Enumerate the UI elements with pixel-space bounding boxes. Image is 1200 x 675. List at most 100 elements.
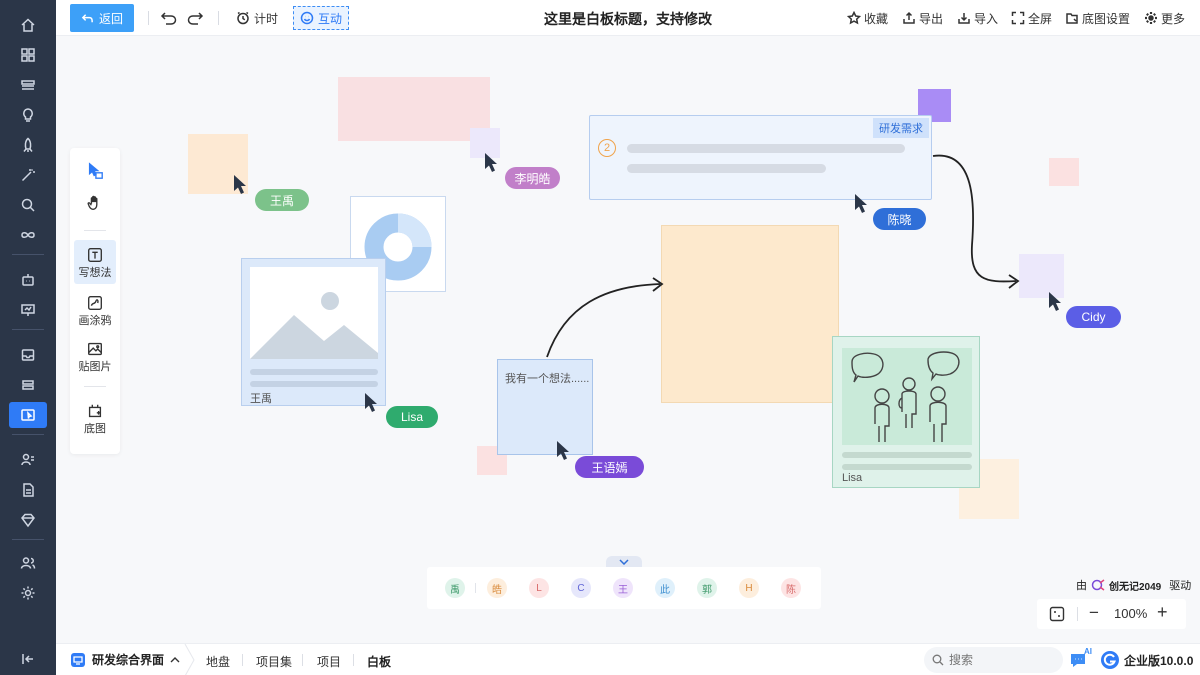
ai-badge: AI xyxy=(1084,647,1092,656)
favorite-button[interactable]: 收藏 xyxy=(847,8,888,28)
tab-divider xyxy=(302,654,303,666)
tab-whiteboard[interactable]: 白板 xyxy=(367,655,392,669)
zoom-in-button[interactable]: + xyxy=(1157,602,1168,622)
image-icon xyxy=(88,342,102,356)
donut-chart-icon xyxy=(364,213,432,281)
requirement-tag: 研发需求 xyxy=(873,118,929,138)
sidebar-divider xyxy=(12,434,44,435)
collapse-avatars-button[interactable] xyxy=(606,556,642,568)
sticky-note-lavender[interactable] xyxy=(1019,254,1064,298)
sidebar-divider xyxy=(12,329,44,330)
smile-icon xyxy=(300,11,314,25)
avatar[interactable]: 郭 xyxy=(697,578,717,598)
cursor-label-cidy: Cidy xyxy=(1066,306,1121,328)
document-icon[interactable] xyxy=(9,477,47,503)
hand-tool[interactable] xyxy=(74,194,116,220)
idea-note[interactable]: 我有一个想法...... xyxy=(497,359,593,455)
sticky-note-pink-large[interactable] xyxy=(338,77,490,141)
sticky-note-pink-small[interactable] xyxy=(1049,158,1079,186)
doodle-tool[interactable]: 画涂鸦 xyxy=(74,290,116,330)
fit-screen-icon[interactable] xyxy=(1049,606,1065,622)
avatar[interactable]: H xyxy=(739,578,759,598)
connector-arrowhead xyxy=(1008,274,1020,289)
gear-icon xyxy=(1145,12,1157,24)
avatar[interactable]: L xyxy=(529,578,549,598)
robot-icon[interactable] xyxy=(9,267,47,293)
redo-icon[interactable] xyxy=(186,9,204,27)
team-icon[interactable] xyxy=(9,550,47,576)
tab-program[interactable]: 项目集 xyxy=(256,655,293,669)
home-icon[interactable] xyxy=(9,12,47,38)
ai-assistant-button[interactable]: AI xyxy=(1069,647,1093,670)
fullscreen-icon xyxy=(1011,11,1025,25)
back-button[interactable]: 返回 xyxy=(70,4,134,32)
doodle-label: 画涂鸦 xyxy=(78,315,112,327)
workspace-label: 研发综合界面 xyxy=(92,653,165,667)
requirement-card[interactable]: 研发需求 2 xyxy=(589,115,932,200)
donut-chart-card[interactable] xyxy=(350,196,446,292)
export-icon xyxy=(903,11,915,24)
collapse-sidebar-icon[interactable] xyxy=(9,646,47,672)
placeholder-line xyxy=(250,369,378,375)
back-arrow-icon xyxy=(81,13,93,22)
search-icon[interactable] xyxy=(9,192,47,218)
search-box[interactable] xyxy=(924,647,1063,673)
paste-image-tool[interactable]: 贴图片 xyxy=(74,336,116,376)
export-label: 导出 xyxy=(919,11,944,26)
stack-icon[interactable] xyxy=(9,372,47,398)
collaborator-cursor-icon xyxy=(484,152,502,174)
avatar[interactable]: C xyxy=(571,578,591,598)
photo-card[interactable]: Lisa xyxy=(832,336,980,488)
zoom-out-button[interactable]: − xyxy=(1089,603,1099,622)
avatar-initial: 郭 xyxy=(702,584,712,596)
avatar[interactable]: 皓 xyxy=(487,578,507,598)
tab-project[interactable]: 项目 xyxy=(317,655,342,669)
interact-button[interactable]: 互动 xyxy=(293,6,350,30)
select-tool[interactable] xyxy=(74,162,116,188)
avatar[interactable]: 此 xyxy=(655,578,675,598)
image-card[interactable]: 王禹 xyxy=(241,258,386,406)
settings-gear-icon[interactable] xyxy=(9,580,47,606)
sidebar-divider xyxy=(12,539,44,540)
apps-grid-icon[interactable] xyxy=(9,42,47,68)
collaborator-cursor-icon xyxy=(233,174,251,196)
placeholder-line xyxy=(842,464,972,470)
base-map-icon xyxy=(88,404,102,418)
search-input[interactable] xyxy=(949,653,1049,667)
alarm-clock-icon xyxy=(237,11,249,25)
toolbar-divider xyxy=(148,11,149,25)
undo-icon[interactable] xyxy=(160,9,178,27)
workspace-switcher[interactable]: 研发综合界面 xyxy=(70,651,180,668)
fullscreen-button[interactable]: 全屏 xyxy=(1011,8,1052,28)
whiteboard-icon[interactable] xyxy=(9,402,47,428)
version-info[interactable]: 企业版10.0.0 xyxy=(1100,650,1193,670)
avatar[interactable]: 禹 xyxy=(445,578,465,598)
magic-wand-icon[interactable] xyxy=(9,162,47,188)
infinity-icon[interactable] xyxy=(9,222,47,248)
tab-divider xyxy=(242,654,243,666)
layers-icon[interactable] xyxy=(9,72,47,98)
avatar[interactable]: 王 xyxy=(613,578,633,598)
chat-people-icon xyxy=(851,351,960,442)
import-button[interactable]: 导入 xyxy=(957,8,998,28)
cursor-label-wangyuyan: 王语嫣 xyxy=(575,456,644,478)
diamond-icon[interactable] xyxy=(9,507,47,533)
sticky-note-orange-large[interactable] xyxy=(661,225,839,403)
connector-arrow-requirement xyxy=(932,154,1017,283)
base-map-tool[interactable]: 底图 xyxy=(74,400,116,440)
more-button[interactable]: 更多 xyxy=(1144,8,1185,28)
write-idea-tool[interactable]: 写想法 xyxy=(74,240,116,284)
timer-button[interactable]: 计时 xyxy=(230,6,284,30)
tab-dashboard[interactable]: 地盘 xyxy=(206,655,231,669)
inbox-icon[interactable] xyxy=(9,342,47,368)
avatar[interactable]: 陈 xyxy=(781,578,801,598)
cursor-label-lisa: Lisa xyxy=(386,406,438,428)
lightbulb-icon[interactable] xyxy=(9,102,47,128)
export-button[interactable]: 导出 xyxy=(902,8,943,28)
presentation-icon[interactable] xyxy=(9,297,47,323)
bg-settings-button[interactable]: 底图设置 xyxy=(1065,8,1130,28)
interact-label: 互动 xyxy=(318,11,343,26)
rocket-icon[interactable] xyxy=(9,132,47,158)
users-flow-icon[interactable] xyxy=(9,447,47,473)
collaborator-cursor-icon xyxy=(1048,291,1066,313)
